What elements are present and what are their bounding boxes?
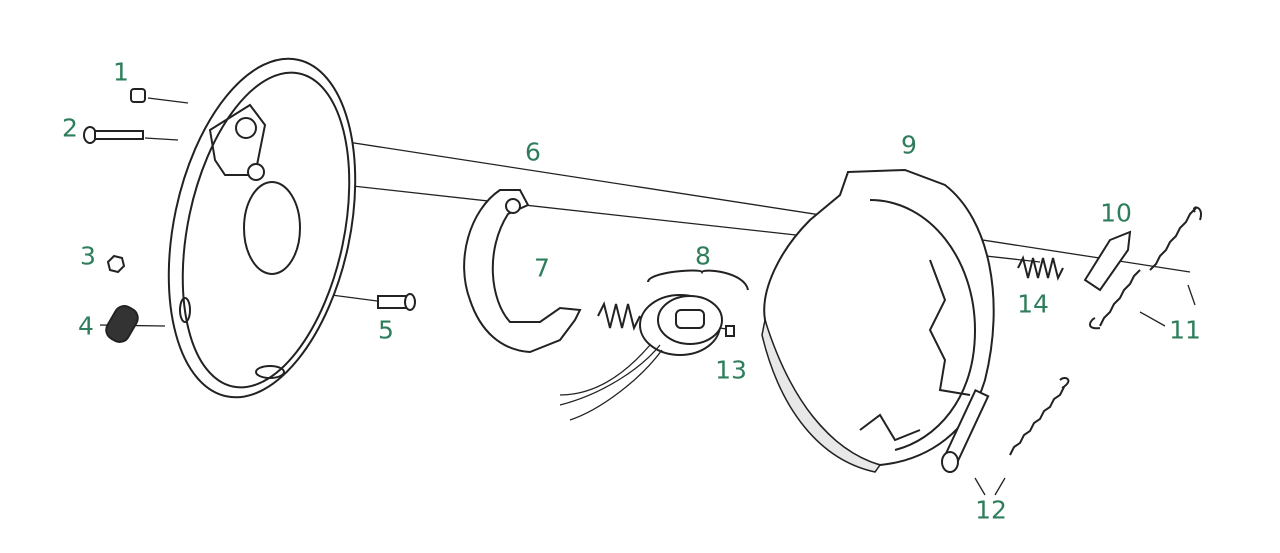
callout-14: 14: [1017, 289, 1049, 319]
callout-3: 3: [80, 241, 96, 271]
callout-10: 10: [1100, 198, 1132, 228]
part-9-brake-shoes: [761, 168, 995, 473]
callout-5: 5: [378, 315, 394, 345]
part-1-nut: [130, 88, 146, 103]
brace-8: [647, 269, 749, 291]
part-7-lever-arm: [463, 189, 582, 354]
part-2-bolt: [83, 126, 144, 144]
callout-7: 7: [534, 253, 550, 283]
part-10-plate: [1083, 230, 1132, 292]
part-5-stud: [377, 293, 416, 311]
callout-8: 8: [695, 241, 711, 271]
backing-plate: [167, 57, 357, 399]
callout-12: 12: [975, 495, 1007, 525]
part-11-springs: [1089, 206, 1203, 330]
part-4-plug: [105, 305, 139, 343]
callout-4: 4: [78, 311, 94, 341]
part-12-adjuster: [941, 377, 1070, 473]
part-8-spring: [597, 301, 641, 331]
callout-6: 6: [525, 137, 541, 167]
part-14-spring: [1017, 255, 1064, 281]
callout-9: 9: [901, 130, 917, 160]
callout-11: 11: [1169, 315, 1201, 345]
part-13-clip: [725, 325, 735, 337]
part-3-nut: [106, 254, 126, 274]
callout-1: 1: [113, 57, 129, 87]
callout-13: 13: [715, 355, 747, 385]
part-8-magnet: [559, 294, 723, 421]
callout-2: 2: [62, 113, 78, 143]
